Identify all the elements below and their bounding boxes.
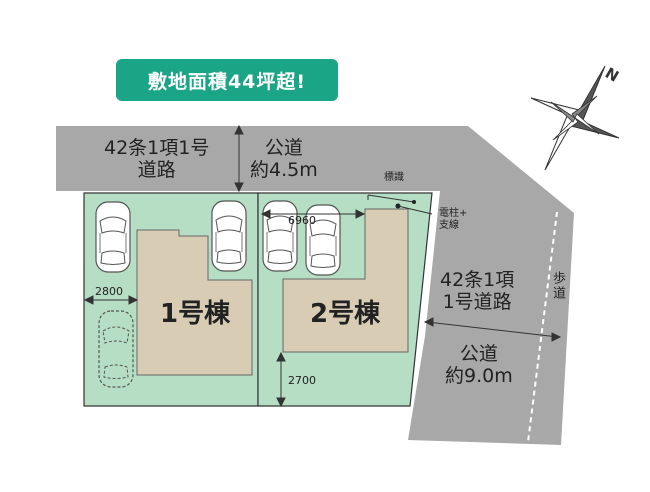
car-icon bbox=[211, 200, 247, 272]
building-2-label: 2号棟 bbox=[310, 299, 381, 329]
dimension-2800: 2800 bbox=[95, 285, 123, 298]
north-compass-icon: N bbox=[530, 64, 622, 171]
dimension-2700: 2700 bbox=[288, 374, 316, 387]
pole-label: 電柱+ 支線 bbox=[439, 208, 467, 231]
pole-label-line1: 電柱+ bbox=[439, 208, 468, 219]
top-road-code-label: 42条1項1号 道路 bbox=[104, 137, 210, 182]
car-icon bbox=[95, 201, 131, 273]
right-road-code-line2: 1号道路 bbox=[442, 290, 512, 313]
top-road-code-line2: 道路 bbox=[137, 158, 176, 181]
building-2-shape bbox=[282, 208, 409, 353]
building-1-label: 1号棟 bbox=[160, 299, 231, 329]
top-road bbox=[56, 126, 574, 445]
top-road-width: 約4.5m bbox=[250, 158, 318, 181]
pole-label-line2: 支線 bbox=[439, 219, 459, 231]
dimension-6960: 6960 bbox=[288, 214, 316, 227]
right-road-code-label: 42条1項 1号道路 bbox=[440, 269, 515, 314]
sidewalk-line bbox=[527, 211, 558, 443]
sign-label: 標識 bbox=[384, 172, 404, 183]
right-road-name-label: 公道 約9.0m bbox=[445, 343, 513, 388]
right-road-name: 公道 bbox=[459, 343, 498, 365]
sidewalk-label: 歩道 bbox=[549, 271, 565, 301]
top-road-name: 公道 bbox=[264, 137, 303, 159]
top-road-name-label: 公道 約4.5m bbox=[250, 137, 318, 182]
right-road-width: 約9.0m bbox=[445, 364, 513, 387]
dimension-lines bbox=[83, 124, 562, 408]
right-road-code-line1: 42条1項 bbox=[440, 269, 515, 291]
site-area-badge: 敷地面積44坪超! bbox=[116, 59, 338, 101]
sign-marker bbox=[367, 194, 433, 215]
building-1-shape bbox=[136, 229, 253, 376]
top-road-code-line1: 42条1項1号 bbox=[104, 137, 210, 159]
